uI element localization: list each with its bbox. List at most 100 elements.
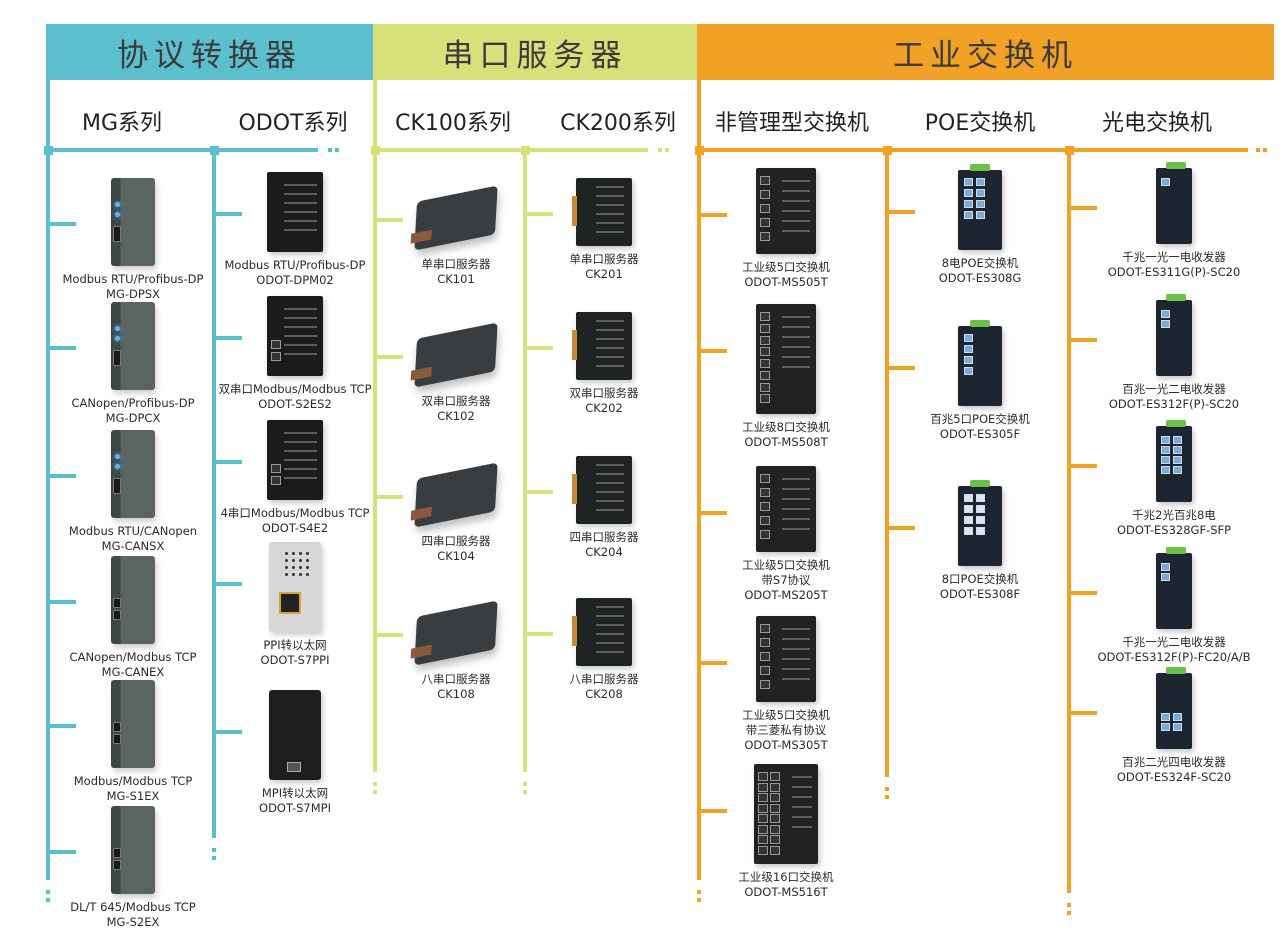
label-text-line bbox=[283, 441, 318, 443]
product-model: ODOT-MS305T bbox=[744, 738, 828, 752]
continuation-dot bbox=[1067, 903, 1071, 907]
product-model: ODOT-ES305F bbox=[939, 427, 1021, 441]
protocol-gateway-device-image bbox=[111, 556, 155, 644]
product-model: ODOT-MS508T bbox=[744, 435, 828, 449]
continuation-dot bbox=[523, 782, 527, 786]
poe-switch-device-image bbox=[958, 320, 1002, 406]
ethernet-port-icon bbox=[1161, 723, 1170, 731]
branch-line bbox=[697, 349, 727, 353]
ethernet-port-icon bbox=[770, 772, 780, 781]
product-model: ODOT-MS205T bbox=[744, 588, 828, 602]
label-text-line bbox=[792, 826, 812, 828]
continuation-dot bbox=[885, 787, 889, 791]
ethernet-port-icon bbox=[760, 652, 770, 661]
label-text-line bbox=[596, 347, 624, 349]
product-model: MG-DPCX bbox=[105, 411, 161, 425]
vent-hole-icon bbox=[299, 573, 302, 576]
ethernet-port-icon bbox=[1161, 563, 1170, 571]
series-trunk-line bbox=[885, 148, 889, 777]
branch-line bbox=[373, 355, 403, 359]
ethernet-port-icon bbox=[770, 835, 780, 844]
ethernet-port-icon bbox=[760, 232, 770, 241]
label-text-line bbox=[782, 326, 810, 328]
product-description: 4串口Modbus/Modbus TCP bbox=[220, 506, 370, 520]
product-model: CK104 bbox=[437, 549, 475, 563]
product-description: 单串口服务器 bbox=[569, 252, 639, 266]
product-model: ODOT-ES308G bbox=[938, 271, 1022, 285]
ethernet-port-icon bbox=[760, 382, 770, 392]
label-text-line bbox=[596, 464, 624, 466]
branch-line bbox=[1067, 206, 1097, 210]
branch-line bbox=[46, 850, 76, 854]
label-text-line bbox=[596, 320, 624, 322]
poe-port-icon bbox=[964, 334, 973, 342]
ethernet-port-icon bbox=[1173, 466, 1182, 474]
ethernet-port-icon bbox=[287, 762, 301, 772]
product-model: ODOT-ES311G(P)-SC20 bbox=[1107, 265, 1241, 279]
label-text-line bbox=[596, 231, 624, 233]
ppi-adapter-device-image bbox=[269, 542, 321, 632]
label-text-line bbox=[596, 633, 624, 635]
product-model: CK202 bbox=[585, 401, 623, 415]
branch-line bbox=[523, 490, 553, 494]
label-text-line bbox=[283, 477, 318, 479]
poe-port-icon bbox=[964, 211, 973, 219]
label-text-line bbox=[596, 491, 624, 493]
branch-line bbox=[212, 212, 242, 216]
label-text-line bbox=[283, 450, 318, 452]
branch-line bbox=[1067, 338, 1097, 342]
product-model: ODOT-ES308F bbox=[939, 587, 1021, 601]
poe-port-icon bbox=[976, 178, 985, 186]
status-led-icon bbox=[115, 454, 120, 459]
poe-port-icon bbox=[976, 527, 985, 535]
label-text-line bbox=[782, 508, 810, 510]
poe-port-icon bbox=[976, 505, 985, 513]
ethernet-port-icon bbox=[113, 860, 121, 870]
ethernet-port-icon bbox=[758, 824, 768, 834]
series-bus-line bbox=[46, 148, 318, 152]
branch-line bbox=[212, 336, 242, 340]
product-model: MG-CANSX bbox=[101, 539, 165, 553]
label-text-line bbox=[283, 308, 318, 310]
continuation-dot bbox=[1263, 148, 1267, 152]
branch-line bbox=[212, 730, 242, 734]
series-label-mg: MG系列 bbox=[81, 111, 163, 136]
ethernet-port-icon bbox=[760, 530, 770, 539]
label-text-line bbox=[596, 213, 624, 215]
product-description: 带S7协议 bbox=[761, 573, 811, 587]
label-text-line bbox=[596, 651, 624, 653]
vent-hole-icon bbox=[285, 552, 288, 555]
